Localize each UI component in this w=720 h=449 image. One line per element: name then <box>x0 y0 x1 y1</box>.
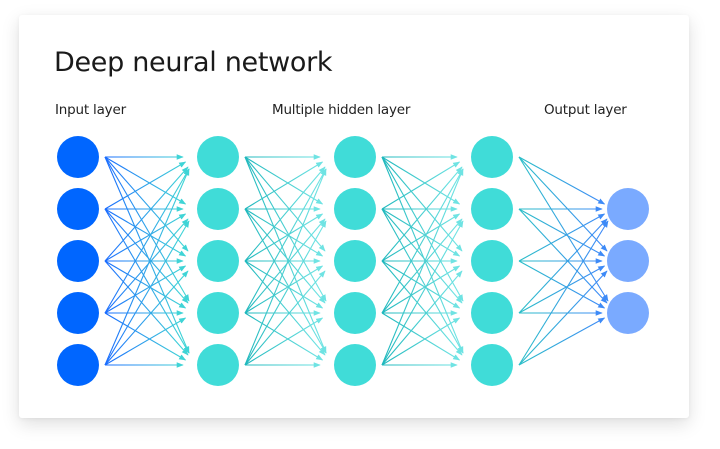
hidden-3-node-1 <box>471 136 513 178</box>
connection-hidden-1-4-to-hidden-2-2 <box>244 270 326 366</box>
input-node-4 <box>57 292 99 334</box>
connection-hidden-1-0-to-hidden-2-3 <box>244 156 327 302</box>
connection-input-4-to-hidden-1-2 <box>104 270 189 366</box>
connection-input-2-to-hidden-1-0 <box>104 166 189 262</box>
input-node-3 <box>57 240 99 282</box>
connection-hidden-2-3-to-hidden-3-1 <box>381 218 463 314</box>
connection-hidden-1-3-to-hidden-2-1 <box>244 218 326 314</box>
input-node-5 <box>57 344 99 386</box>
connection-hidden-2-2-to-hidden-3-3 <box>381 260 461 309</box>
connection-hidden-1-4-to-hidden-2-0 <box>244 168 327 366</box>
connection-hidden-1-3-to-hidden-2-0 <box>244 168 327 314</box>
hidden-2-node-5 <box>334 344 376 386</box>
connection-input-3-to-hidden-1-1 <box>104 218 189 314</box>
connection-hidden-2-4-to-hidden-3-1 <box>381 220 464 366</box>
connection-hidden-2-3-to-hidden-3-2 <box>381 265 461 314</box>
connection-hidden-1-0-to-hidden-2-4 <box>244 156 327 354</box>
output-node-2 <box>607 240 649 282</box>
connection-hidden-1-4-to-hidden-2-3 <box>244 317 324 366</box>
connection-hidden-1-2-to-hidden-2-1 <box>244 213 324 262</box>
connection-hidden-1-4-to-hidden-2-1 <box>244 220 327 366</box>
connection-hidden-1-0-to-hidden-2-1 <box>244 156 324 205</box>
connection-hidden-3-4-to-output-0 <box>518 220 609 366</box>
connection-hidden-2-4-to-hidden-3-0 <box>381 168 464 366</box>
connection-input-4-to-hidden-1-1 <box>104 220 190 366</box>
connection-hidden-1-2-to-hidden-2-4 <box>244 260 326 356</box>
connection-input-3-to-hidden-1-4 <box>104 312 187 361</box>
connection-hidden-3-0-to-output-2 <box>518 156 609 302</box>
connection-input-3-to-hidden-1-2 <box>104 265 187 314</box>
connection-input-1-to-hidden-1-2 <box>104 208 187 257</box>
connection-input-4-to-hidden-1-3 <box>104 317 187 366</box>
hidden-2-node-4 <box>334 292 376 334</box>
connection-hidden-1-2-to-hidden-2-3 <box>244 260 324 309</box>
connection-hidden-1-1-to-hidden-2-2 <box>244 208 324 257</box>
connection-hidden-2-2-to-hidden-3-1 <box>381 213 461 262</box>
connection-hidden-3-1-to-output-1 <box>518 208 606 257</box>
connection-input-0-to-hidden-1-4 <box>104 156 190 354</box>
connection-input-2-to-hidden-1-3 <box>104 260 187 309</box>
connection-hidden-3-3-to-output-1 <box>518 265 606 314</box>
connection-hidden-2-4-to-hidden-3-2 <box>381 270 463 366</box>
connection-hidden-2-1-to-hidden-3-0 <box>381 161 461 210</box>
output-node-3 <box>607 292 649 334</box>
connection-input-2-to-hidden-1-4 <box>104 260 189 356</box>
hidden-3-node-5 <box>471 344 513 386</box>
hidden-3-node-2 <box>471 188 513 230</box>
hidden-3-node-3 <box>471 240 513 282</box>
connection-hidden-1-3-to-hidden-2-4 <box>244 312 324 361</box>
connection-hidden-2-4-to-hidden-3-3 <box>381 317 461 366</box>
hidden-layer-label: Multiple hidden layer <box>272 102 411 118</box>
connection-hidden-2-0-to-hidden-3-4 <box>381 156 464 354</box>
hidden-1-node-5 <box>197 344 239 386</box>
nodes-group <box>57 136 649 386</box>
output-node-1 <box>607 188 649 230</box>
hidden-1-node-1 <box>197 136 239 178</box>
output-layer-label: Output layer <box>544 102 627 118</box>
connection-input-1-to-hidden-1-4 <box>104 208 190 354</box>
connection-hidden-1-1-to-hidden-2-4 <box>244 208 327 354</box>
connection-hidden-3-3-to-output-0 <box>518 218 608 314</box>
connection-hidden-2-0-to-hidden-3-3 <box>381 156 464 302</box>
hidden-2-node-2 <box>334 188 376 230</box>
hidden-3-node-4 <box>471 292 513 334</box>
diagram-title: Deep neural network <box>54 47 333 78</box>
connection-hidden-1-2-to-hidden-2-0 <box>244 166 326 262</box>
connection-input-1-to-hidden-1-0 <box>104 161 187 210</box>
connection-hidden-3-0-to-output-0 <box>518 156 606 205</box>
connection-hidden-2-1-to-hidden-3-4 <box>381 208 464 354</box>
connection-input-3-to-hidden-1-0 <box>104 168 190 314</box>
connection-hidden-3-2-to-output-2 <box>518 260 606 309</box>
connection-hidden-2-3-to-hidden-3-0 <box>381 168 464 314</box>
hidden-1-node-3 <box>197 240 239 282</box>
connection-hidden-2-1-to-hidden-3-2 <box>381 208 461 257</box>
hidden-2-node-3 <box>334 240 376 282</box>
connection-input-2-to-hidden-1-1 <box>104 213 187 262</box>
connection-input-0-to-hidden-1-3 <box>104 156 190 302</box>
connection-hidden-3-2-to-output-0 <box>518 213 606 262</box>
connections-group <box>104 154 609 368</box>
connection-hidden-2-2-to-hidden-3-0 <box>381 166 463 262</box>
connection-hidden-2-2-to-hidden-3-4 <box>381 260 463 356</box>
connection-hidden-3-4-to-output-1 <box>518 270 608 366</box>
connection-hidden-1-3-to-hidden-2-2 <box>244 265 324 314</box>
connection-hidden-1-1-to-hidden-2-0 <box>244 161 324 210</box>
input-layer-label: Input layer <box>55 102 126 118</box>
input-node-1 <box>57 136 99 178</box>
hidden-1-node-4 <box>197 292 239 334</box>
hidden-1-node-2 <box>197 188 239 230</box>
hidden-2-node-1 <box>334 136 376 178</box>
input-node-2 <box>57 188 99 230</box>
connection-input-4-to-hidden-1-0 <box>104 168 190 366</box>
connection-hidden-2-0-to-hidden-3-1 <box>381 156 461 205</box>
connection-hidden-3-4-to-output-2 <box>518 317 606 366</box>
connection-input-0-to-hidden-1-1 <box>104 156 187 205</box>
connection-hidden-2-3-to-hidden-3-4 <box>381 312 461 361</box>
